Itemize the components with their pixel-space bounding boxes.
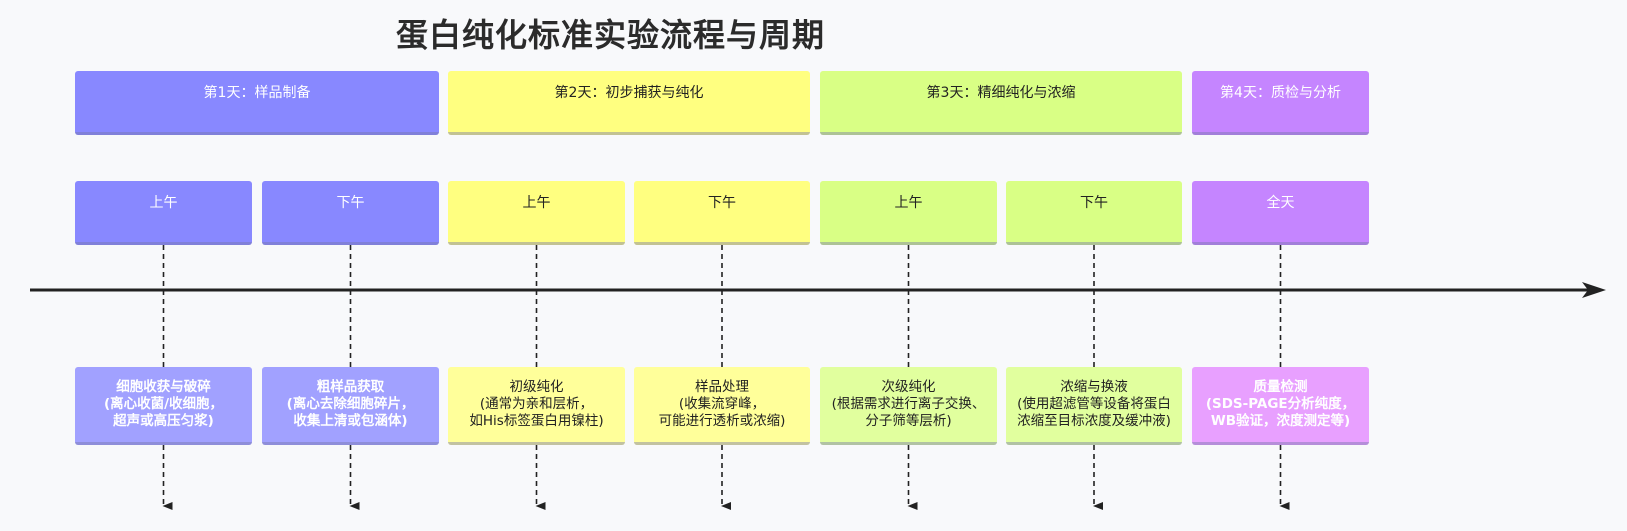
task-5-desc: (根据需求进行离子交换、分子筛等层析) [831, 396, 986, 429]
half-7-label: 全天 [1266, 195, 1295, 211]
task-6-desc: (使用超滤管等设备将蛋白浓缩至目标浓度及缓冲液) [1017, 396, 1171, 429]
half-1-label: 上午 [149, 195, 178, 211]
task-5-box: 次级纯化 (根据需求进行离子交换、分子筛等层析) [820, 367, 997, 445]
half-4-box: 下午 [634, 181, 810, 245]
task-3-name: 初级纯化 [509, 379, 564, 395]
task-4-box: 样品处理 (收集流穿峰，可能进行透析或浓缩) [634, 367, 810, 445]
down-arrows [162, 445, 1290, 510]
day-1-box: 第1天：样品制备 [75, 71, 439, 135]
half-1-box: 上午 [75, 181, 252, 245]
half-3-label: 上午 [522, 195, 551, 211]
day-4-box: 第4天：质检与分析 [1192, 71, 1369, 135]
day-1-label: 第1天：样品制备 [203, 85, 311, 101]
day-2-box: 第2天：初步捕获与纯化 [448, 71, 810, 135]
task-1-desc: (离心收菌/收细胞，超声或高压匀浆) [103, 396, 224, 429]
half-6-box: 下午 [1006, 181, 1182, 245]
half-2-label: 下午 [336, 195, 365, 211]
task-5-name: 次级纯化 [881, 379, 936, 395]
page-title: 蛋白纯化标准实验流程与周期 [396, 16, 826, 54]
task-7-box: 质量检测 (SDS-PAGE分析纯度，WB验证，浓度测定等) [1192, 367, 1369, 445]
task-2-desc: (离心去除细胞碎片，收集上清或包涵体) [286, 396, 415, 429]
task-3-box: 初级纯化 (通常为亲和层析，如His标签蛋白用镍柱) [448, 367, 625, 445]
half-6-label: 下午 [1080, 195, 1108, 211]
day-3-box: 第3天：精细纯化与浓缩 [820, 71, 1182, 135]
task-3-desc: (通常为亲和层析，如His标签蛋白用镍柱) [469, 396, 604, 429]
task-1-name: 细胞收获与破碎 [116, 379, 211, 395]
half-2-box: 下午 [262, 181, 439, 245]
task-6-name: 浓缩与换液 [1060, 379, 1128, 395]
half-5-box: 上午 [820, 181, 997, 245]
task-7-name: 质量检测 [1253, 379, 1308, 395]
day-4-label: 第4天：质检与分析 [1220, 85, 1341, 101]
task-1-box: 细胞收获与破碎 (离心收菌/收细胞，超声或高压匀浆) [75, 367, 252, 445]
half-5-label: 上午 [894, 195, 923, 211]
day-2-label: 第2天：初步捕获与纯化 [554, 85, 704, 101]
half-4-label: 下午 [708, 195, 736, 211]
half-3-box: 上午 [448, 181, 625, 245]
half-7-box: 全天 [1192, 181, 1369, 245]
task-2-name: 粗样品获取 [316, 379, 385, 395]
task-2-box: 粗样品获取 (离心去除细胞碎片，收集上清或包涵体) [262, 367, 439, 445]
task-6-box: 浓缩与换液 (使用超滤管等设备将蛋白浓缩至目标浓度及缓冲液) [1006, 367, 1182, 445]
timeline-arrowhead [1582, 282, 1606, 298]
task-4-desc: (收集流穿峰，可能进行透析或浓缩) [658, 396, 786, 429]
connector-lines [162, 245, 1282, 367]
task-4-name: 样品处理 [695, 379, 749, 395]
task-7-desc: (SDS-PAGE分析纯度，WB验证，浓度测定等) [1205, 396, 1356, 429]
day-3-label: 第3天：精细纯化与浓缩 [926, 85, 1076, 101]
